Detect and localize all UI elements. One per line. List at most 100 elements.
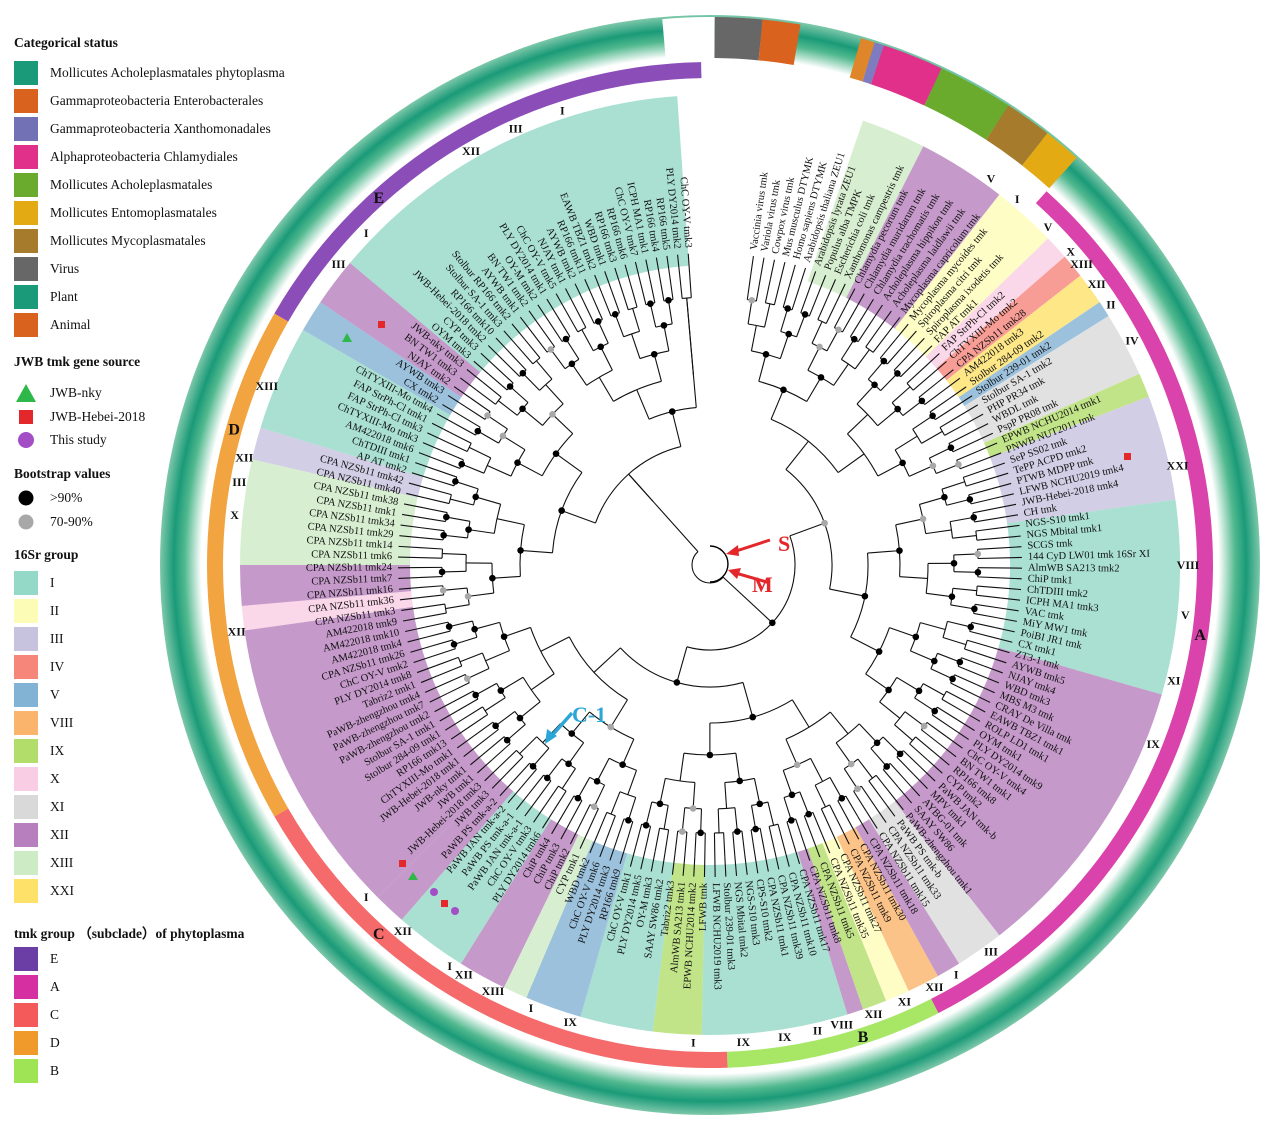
group-label: I [954,968,959,982]
terminal-branch [411,472,432,480]
clade-wedge [797,848,864,1015]
internal-branch [628,473,654,503]
gap-arc [701,62,710,79]
internal-branch [423,507,448,514]
group-label: IX [564,1015,578,1029]
tip-label: CPA NZSb11 tmk6 [311,549,392,562]
internal-branch [882,736,901,755]
bootstrap-dot [918,397,926,405]
terminal-branch [773,849,780,870]
internal-branch [912,374,932,391]
terminal-branch [845,288,856,307]
terminal-branch [951,727,969,740]
terminal-branch [895,323,909,340]
terminal-branch [569,825,580,845]
internal-branch [659,277,665,302]
bootstrap-dot [673,679,681,686]
terminal-branch [528,310,542,328]
internal-branch [750,325,757,352]
terminal-branch [759,257,765,278]
circle-marker [430,888,438,896]
group-label: III [509,121,523,135]
bootstrap-dot [558,507,565,514]
terminal-branch [402,616,423,622]
internal-branch [561,768,576,789]
swatch [14,711,38,735]
legend-item-16sr-xi: XI [14,795,64,819]
internal-branch [421,603,445,609]
terminal-branch [789,264,796,285]
internal-branch [845,795,859,818]
group-label: XIII [1070,257,1093,271]
internal-branch [571,711,590,734]
bootstrap-dot [929,412,936,420]
internal-branch [967,639,991,648]
internal-branch [524,338,541,359]
connector-arc [865,346,874,353]
internal-branch [755,277,762,302]
terminal-branch [930,361,947,375]
connector-arc [975,530,978,541]
terminal-branch [821,834,831,854]
terminal-branch [447,394,466,407]
terminal-branch [450,727,469,740]
bootstrap-dot [748,296,756,304]
group-label: IX [737,1035,751,1049]
connector-arc [975,586,978,596]
bootstrap-dot [931,707,939,715]
terminal-branch [924,353,940,368]
terminal-branch [666,255,671,276]
group-label: VIII [1177,558,1200,572]
internal-branch [803,815,814,839]
swatch [14,229,38,253]
internal-branch [941,481,965,490]
terminal-branch [853,293,865,312]
internal-branch [935,463,959,474]
terminal-branch [693,856,696,877]
bootstrap-dot [549,411,556,418]
internal-branch [872,332,889,353]
legend-item-chlamydiales: Alphaproteobacteria Chlamydiales [14,145,238,169]
terminal-branch [677,254,681,275]
terminal-branch [682,855,686,876]
internal-branch [596,758,610,782]
terminal-branch [427,432,446,442]
internal-branch [782,283,791,308]
subclade-letter: A [1194,627,1206,644]
terminal-branch [974,432,994,443]
subclade-arc [206,313,289,817]
connector-arc [558,785,567,792]
internal-branch [491,743,511,761]
group-label: III [332,257,346,271]
internal-branch [950,516,974,523]
internal-branch [425,497,450,505]
connector-arc [949,521,954,539]
terminal-branch [933,751,950,766]
internal-branch [587,808,599,831]
terminal-branch [415,462,435,470]
internal-branch [509,386,529,403]
terminal-branch [650,851,656,872]
bootstrap-dot [443,513,450,521]
terminal-branch [503,330,518,347]
internal-branch [669,275,674,300]
source-markers [342,321,1131,915]
internal-branch [837,800,850,822]
internal-branch [593,784,606,807]
clade-wedge [964,315,1140,443]
bootstrap-dot [607,723,615,731]
bootstrap-dot [919,515,927,523]
internal-branch [649,303,657,328]
clade-wedge [807,843,887,1010]
connector-arc [532,357,541,365]
internal-branch [867,550,900,554]
tip-label: LFWB NCHU2019 tmk3 [710,883,723,990]
m-label: M [752,572,773,597]
internal-branch [449,620,473,628]
internal-branch [475,682,497,696]
terminal-branch [687,253,691,274]
bootstrap-dot [785,330,792,338]
swatch [14,201,38,225]
terminal-branch [499,780,514,797]
internal-branch [877,462,903,477]
